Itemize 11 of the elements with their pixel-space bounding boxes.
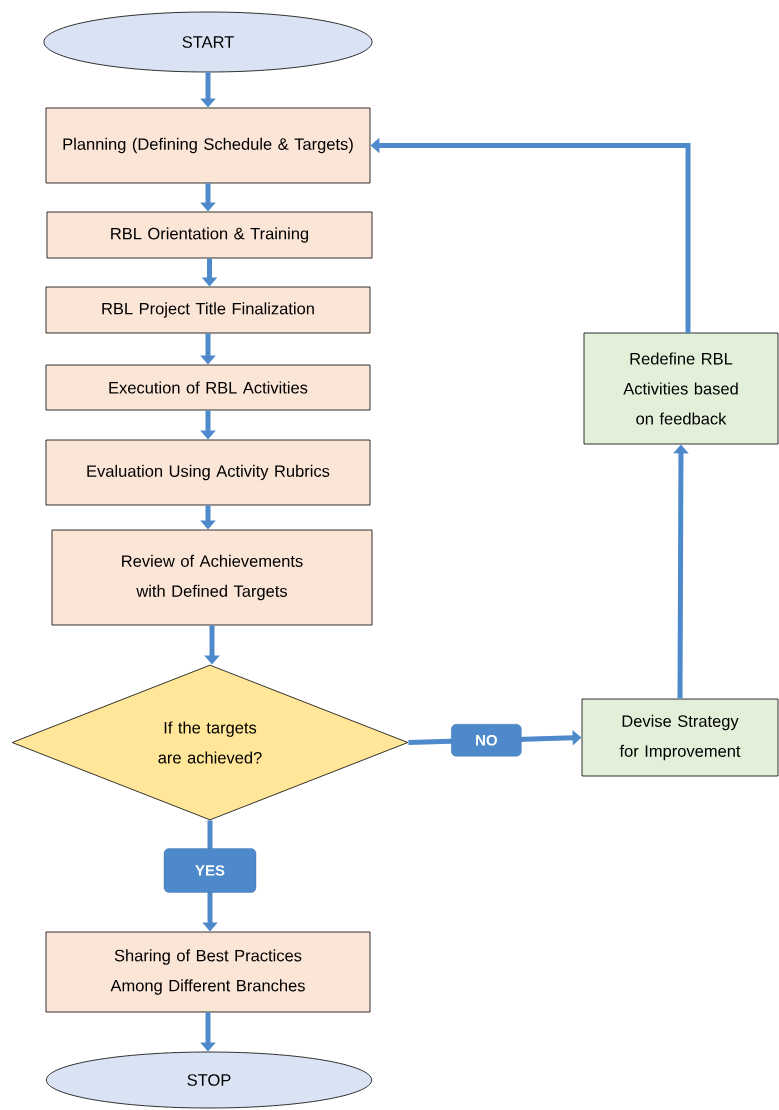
process-box: Planning (Defining Schedule & Targets)	[45, 107, 371, 184]
process-box: Redefine RBL Activities based on feedback	[583, 332, 779, 445]
process-box: RBL Orientation & Training	[46, 211, 373, 259]
process-box: Sharing of Best Practices Among Different Branches	[45, 931, 371, 1013]
process-box: Evaluation Using Activity Rubrics	[45, 439, 371, 506]
edge-label: NO	[451, 724, 522, 757]
process-box: RBL Project Title Finalization	[45, 286, 371, 334]
process-box: Execution of RBL Activities	[45, 364, 371, 411]
process-box: Devise Strategy for Improvement	[581, 698, 779, 777]
edge-label: YES	[163, 848, 257, 893]
process-box: Review of Achievements with Defined Targets	[51, 529, 373, 626]
